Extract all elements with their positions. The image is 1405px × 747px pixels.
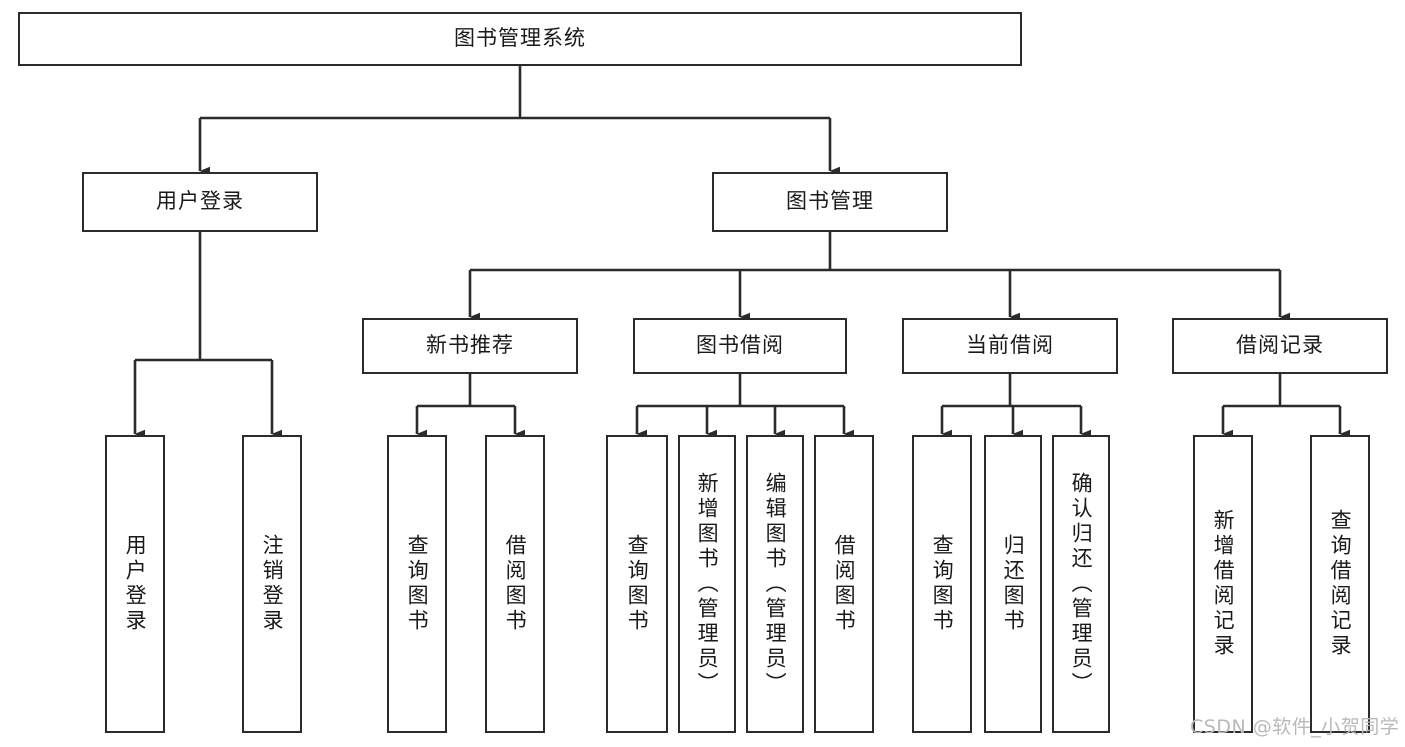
node-current-borrow: 当前借阅 — [902, 318, 1118, 374]
node-label: 图书管理系统 — [454, 26, 586, 51]
watermark-text: CSDN @软件_小贺同学 — [1190, 716, 1400, 738]
node-label: 新书推荐 — [426, 333, 514, 358]
node-root: 图书管理系统 — [18, 12, 1022, 66]
node-label: 图书借阅 — [696, 333, 784, 358]
node-leaf-return-book: 归还图书 — [984, 435, 1042, 733]
node-label: 新增借阅记录 — [1211, 509, 1236, 659]
node-borrow-record: 借阅记录 — [1172, 318, 1388, 374]
node-leaf-borrow-book-a: 借阅图书 — [485, 435, 545, 733]
node-leaf-confirm-return: 确认归还（管理员） — [1052, 435, 1110, 733]
node-book-manage: 图书管理 — [712, 172, 948, 232]
node-label: 查询图书 — [930, 534, 955, 634]
node-label: 图书管理 — [786, 189, 874, 214]
node-leaf-add-book: 新增图书（管理员） — [678, 435, 736, 733]
node-label: 查询借阅记录 — [1328, 509, 1353, 659]
node-label: 编辑图书（管理员） — [763, 471, 788, 697]
node-label: 新增图书（管理员） — [695, 471, 720, 697]
node-label: 当前借阅 — [966, 333, 1054, 358]
node-label: 注销登录 — [260, 534, 285, 634]
node-leaf-borrow-book-b: 借阅图书 — [814, 435, 874, 733]
node-label: 用户登录 — [123, 534, 148, 634]
node-leaf-edit-book: 编辑图书（管理员） — [746, 435, 804, 733]
node-label: 用户登录 — [156, 189, 244, 214]
node-leaf-user-login: 用户登录 — [105, 435, 165, 733]
node-leaf-query-book-b: 查询图书 — [606, 435, 668, 733]
node-leaf-query-book-a: 查询图书 — [387, 435, 447, 733]
node-label: 借阅图书 — [503, 534, 528, 634]
node-label: 查询图书 — [625, 534, 650, 634]
node-user-login: 用户登录 — [82, 172, 318, 232]
node-new-book-rec: 新书推荐 — [362, 318, 578, 374]
node-leaf-query-book-c: 查询图书 — [912, 435, 972, 733]
node-leaf-logout: 注销登录 — [242, 435, 302, 733]
node-label: 借阅记录 — [1236, 333, 1324, 358]
node-leaf-query-record: 查询借阅记录 — [1310, 435, 1370, 733]
node-label: 借阅图书 — [832, 534, 857, 634]
node-label: 归还图书 — [1001, 534, 1026, 634]
node-label: 确认归还（管理员） — [1069, 471, 1094, 697]
node-label: 查询图书 — [405, 534, 430, 634]
node-book-borrow: 图书借阅 — [633, 318, 847, 374]
node-leaf-add-record: 新增借阅记录 — [1193, 435, 1253, 733]
